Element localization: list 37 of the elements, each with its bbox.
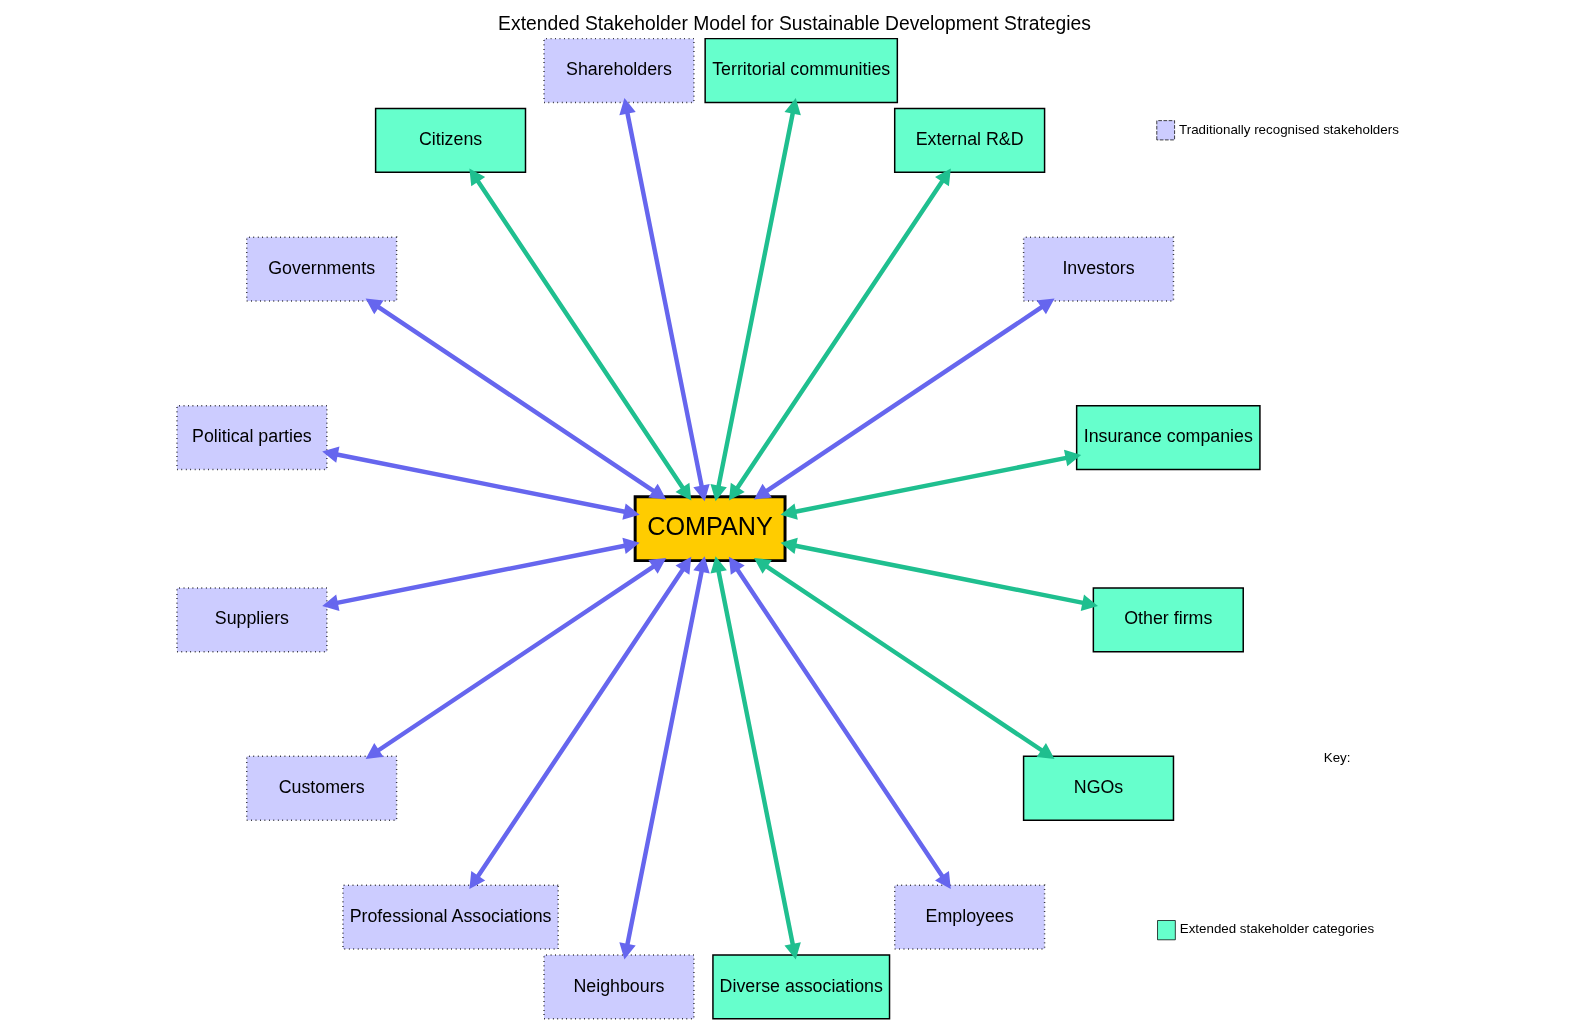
arrow [780, 449, 1082, 520]
arrow [753, 558, 1055, 759]
node-box: Customers [246, 755, 398, 821]
node-box: Shareholders [543, 37, 695, 104]
node-box: NGOs [1022, 755, 1175, 821]
arrow [469, 168, 692, 501]
arrow [710, 556, 801, 960]
arrow [619, 98, 710, 502]
arrow [322, 537, 640, 611]
node-box: Suppliers [176, 587, 328, 653]
arrow [728, 168, 951, 501]
node-box: Governments [246, 236, 398, 302]
node-box: Employees [893, 884, 1046, 950]
node-box: External R&D [893, 107, 1046, 173]
node-box: Investors [1022, 236, 1175, 302]
node-box: COMPANY [633, 495, 787, 563]
arrow [780, 537, 1098, 611]
node-box: Citizens [374, 107, 527, 173]
node-box: Other firms [1092, 587, 1244, 653]
arrow [710, 98, 801, 502]
arrow [365, 558, 667, 759]
node-box: Political parties [176, 404, 328, 471]
node-box: Territorial communities [704, 37, 899, 104]
node-box: Insurance companies [1075, 404, 1261, 471]
arrow [619, 556, 710, 960]
arrow [365, 298, 667, 500]
legend-label: Traditionally recognised stakeholders [1179, 121, 1399, 137]
arrow [469, 556, 692, 889]
legend-label: Extended stakeholder categories [1179, 921, 1375, 937]
node-box: Professional Associations [342, 884, 559, 950]
arrow [753, 298, 1055, 500]
node-box: Neighbours [543, 954, 695, 1020]
label: Key: [1323, 750, 1351, 766]
arrow [728, 556, 951, 889]
arrow [322, 446, 640, 520]
node-box: Diverse associations [712, 954, 891, 1020]
diagram-title: Extended Stakeholder Model for Sustainable Development Strategies [498, 12, 1091, 34]
